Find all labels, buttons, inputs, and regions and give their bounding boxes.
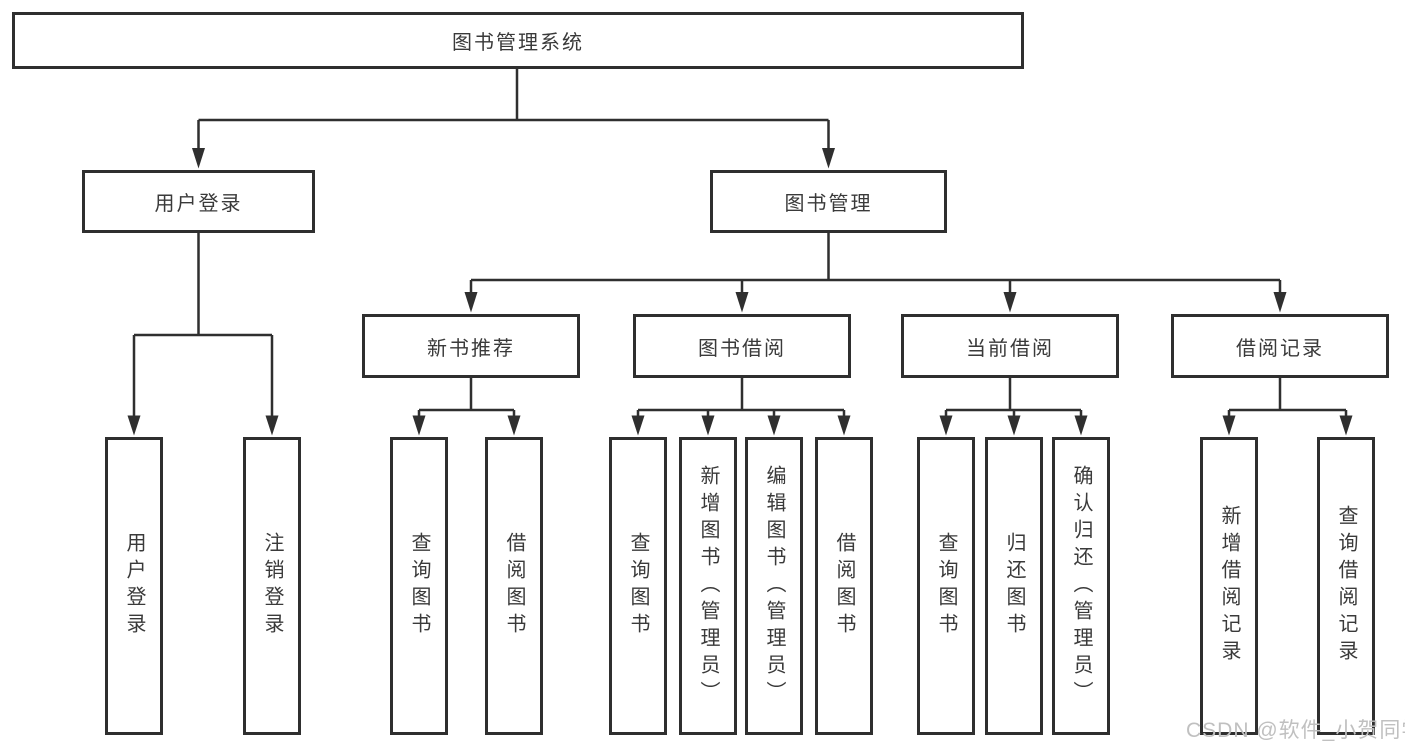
leaf-borrow-add-books-admin: 新增图书（管理员） xyxy=(679,437,737,735)
connector-new-book-recommend-to-leaves xyxy=(417,378,516,418)
leaf-borrow-add-books-admin-label: 新增图书（管理员） xyxy=(697,464,719,708)
leaf-recommend-query-books: 查询图书 xyxy=(390,437,448,735)
connector-paths xyxy=(132,69,1348,418)
leaf-current-return-books: 归还图书 xyxy=(985,437,1043,735)
leaf-current-confirm-return-admin: 确认归还（管理员） xyxy=(1052,437,1110,735)
leaf-records-query-record-label: 查询借阅记录 xyxy=(1335,505,1357,667)
leaf-current-return-books-label: 归还图书 xyxy=(1003,532,1025,640)
node-new-book-recommend-label: 新书推荐 xyxy=(427,337,515,360)
leaf-borrow-borrow-books-label: 借阅图书 xyxy=(833,532,855,640)
arrowhead xyxy=(701,415,715,436)
leaf-recommend-borrow-books-label: 借阅图书 xyxy=(503,532,525,640)
leaf-recommend-borrow-books: 借阅图书 xyxy=(485,437,543,735)
node-root: 图书管理系统 xyxy=(12,12,1024,69)
csdn-watermark: CSDN @软件_小贺同学 xyxy=(1186,719,1405,742)
arrowhead xyxy=(735,292,749,313)
leaf-borrow-edit-books-admin-label: 编辑图书（管理员） xyxy=(763,464,785,708)
leaf-current-query-books: 查询图书 xyxy=(917,437,975,735)
leaf-borrow-edit-books-admin: 编辑图书（管理员） xyxy=(745,437,803,735)
node-borrow-records: 借阅记录 xyxy=(1171,314,1389,378)
node-book-borrow: 图书借阅 xyxy=(633,314,851,378)
arrowhead xyxy=(822,148,835,169)
arrowhead xyxy=(767,415,781,436)
arrowhead xyxy=(464,292,478,313)
connector-root-to-level1 xyxy=(197,69,830,150)
leaf-records-add-record: 新增借阅记录 xyxy=(1200,437,1258,735)
node-new-book-recommend: 新书推荐 xyxy=(362,314,580,378)
arrowhead xyxy=(412,415,426,436)
arrowhead xyxy=(631,415,645,436)
leaf-borrow-borrow-books: 借阅图书 xyxy=(815,437,873,735)
arrowhead xyxy=(1339,415,1353,436)
node-borrow-records-label: 借阅记录 xyxy=(1236,337,1324,360)
connector-current-borrow-to-leaves xyxy=(944,378,1083,418)
arrowhead xyxy=(837,415,851,436)
connector-book-management-to-level2 xyxy=(469,233,1282,294)
arrowhead xyxy=(192,148,205,169)
node-user-login: 用户登录 xyxy=(82,170,315,233)
connector-book-borrow-to-leaves xyxy=(636,378,846,418)
node-book-borrow-label: 图书借阅 xyxy=(698,337,786,360)
connector-borrow-records-to-leaves xyxy=(1227,378,1348,418)
arrowhead xyxy=(1003,292,1017,313)
arrowhead xyxy=(1222,415,1236,436)
leaf-user-login-label: 用户登录 xyxy=(123,532,145,640)
leaf-logout-label: 注销登录 xyxy=(261,532,283,640)
node-current-borrow-label: 当前借阅 xyxy=(966,337,1054,360)
node-current-borrow: 当前借阅 xyxy=(901,314,1119,378)
leaf-records-query-record: 查询借阅记录 xyxy=(1317,437,1375,735)
arrowheads xyxy=(127,148,1353,436)
arrowhead xyxy=(265,415,279,436)
node-root-label: 图书管理系统 xyxy=(452,32,584,54)
arrowhead xyxy=(507,415,521,436)
node-book-management: 图书管理 xyxy=(710,170,947,233)
connector-user-login-to-leaves xyxy=(132,233,274,418)
leaf-borrow-query-books: 查询图书 xyxy=(609,437,667,735)
arrowhead xyxy=(127,415,141,436)
leaf-user-login: 用户登录 xyxy=(105,437,163,735)
arrowhead xyxy=(1273,292,1287,313)
leaf-current-query-books-label: 查询图书 xyxy=(935,532,957,640)
leaf-logout: 注销登录 xyxy=(243,437,301,735)
leaf-borrow-query-books-label: 查询图书 xyxy=(627,532,649,640)
arrowhead xyxy=(939,415,953,436)
node-user-login-label: 用户登录 xyxy=(154,193,243,215)
arrowhead xyxy=(1074,415,1088,436)
arrowhead xyxy=(1007,415,1021,436)
leaf-current-confirm-return-admin-label: 确认归还（管理员） xyxy=(1070,464,1092,708)
leaf-recommend-query-books-label: 查询图书 xyxy=(408,532,430,640)
leaf-records-add-record-label: 新增借阅记录 xyxy=(1218,505,1240,667)
node-book-management-label: 图书管理 xyxy=(784,193,873,215)
